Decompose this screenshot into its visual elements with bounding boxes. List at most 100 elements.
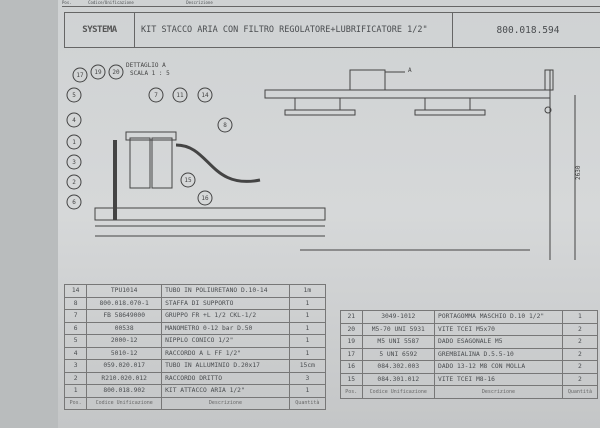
cell: 059.020.017 xyxy=(86,359,163,373)
balloon-circle xyxy=(217,117,233,133)
cell: GRUPPO FR +L 1/2 CKL-1/2 xyxy=(161,309,290,323)
balloon-number: 6 xyxy=(72,199,76,206)
cell: 7 xyxy=(63,309,88,323)
cell: 800.018.070-1 xyxy=(86,296,163,310)
balloon-number: 1 xyxy=(72,139,76,146)
cell: 084.301.012 xyxy=(361,372,436,386)
cell: RACCORDO DRITTO xyxy=(161,371,290,385)
balloon-number: 19 xyxy=(94,69,102,76)
beam xyxy=(264,89,551,99)
balloon-number: 2 xyxy=(72,179,76,186)
cell: 1 xyxy=(288,346,327,360)
cell: NIPPLO CONICO 1/2" xyxy=(161,334,290,348)
cell: M5 UNI 5587 xyxy=(361,335,436,349)
cell: 1 xyxy=(288,309,327,323)
cell: FB 58649000 xyxy=(86,309,163,323)
drawing-title: KIT STACCO ARIA CON FILTRO REGOLATORE+LU… xyxy=(135,13,453,47)
cell: 3 xyxy=(288,371,327,385)
balloon-number: 4 xyxy=(72,117,76,124)
cell: 1 xyxy=(63,384,88,398)
balloon-circle xyxy=(180,172,196,188)
cell: 00538 xyxy=(86,321,163,335)
balloon-number: 3 xyxy=(72,159,76,166)
balloon-circle xyxy=(66,112,82,128)
cell: 1 xyxy=(288,384,327,398)
cell: PORTAGOMMA MASCHIO D.10 1/2" xyxy=(434,310,563,324)
dimension-label: 2630 xyxy=(575,165,582,180)
column-header: Pos. xyxy=(63,396,88,410)
cell: STAFFA DI SUPPORTO xyxy=(161,296,290,310)
cell: DADO 13-12 M8 CON MOLLA xyxy=(434,360,563,374)
balloon-number: 8 xyxy=(223,122,227,129)
balloon-circle xyxy=(172,87,188,103)
title-block: SYSTEMA KIT STACCO ARIA CON FILTRO REGOL… xyxy=(64,12,600,48)
column-header: Codice Unificazione xyxy=(361,385,436,399)
balloon-number: 14 xyxy=(201,92,209,99)
cell: 15cm xyxy=(288,359,327,373)
balloon-circle xyxy=(90,64,106,80)
balloon-circle xyxy=(148,87,164,103)
cell: 2000-12 xyxy=(86,334,163,348)
cell: 20 xyxy=(340,322,363,336)
column-header: Quantità xyxy=(561,385,599,399)
column-header: Descrizione xyxy=(161,396,290,410)
cell: 1m xyxy=(288,284,327,298)
frl-head xyxy=(125,131,177,141)
cell: 3 xyxy=(63,359,88,373)
drawing-number: 800.018.594 xyxy=(496,24,560,36)
cell: VITE TCEI M5x70 xyxy=(434,322,563,336)
cell: 5 xyxy=(63,334,88,348)
pos-label: Pos. xyxy=(62,0,72,5)
company-logo: SYSTEMA xyxy=(65,13,135,47)
cell: 2 xyxy=(561,372,599,386)
view-label: A xyxy=(408,67,412,74)
cell: 21 xyxy=(340,310,363,324)
cell: 2 xyxy=(561,322,599,336)
column-header: Pos. xyxy=(340,385,363,399)
cell: 1 xyxy=(288,296,327,310)
balloon-circle xyxy=(66,194,82,210)
cell: 17 xyxy=(340,347,363,361)
cell: 3049-1012 xyxy=(361,310,436,324)
column-header: Descrizione xyxy=(434,385,563,399)
cell: 14 xyxy=(63,284,88,298)
cell: 1 xyxy=(288,334,327,348)
cell: 2 xyxy=(561,335,599,349)
cell: 084.302.003 xyxy=(361,360,436,374)
top-strip: Pos. Codice/Unificazione Descrizione xyxy=(62,0,600,7)
balloon-number: 17 xyxy=(76,72,84,79)
desc-label: Descrizione xyxy=(186,0,213,5)
cell: 2 xyxy=(561,347,599,361)
cell: MANOMETRO 0-12 bar D.50 xyxy=(161,321,290,335)
cell: M5-70 UNI 5931 xyxy=(361,322,436,336)
balloon-circle xyxy=(197,190,213,206)
balloon-circle xyxy=(197,87,213,103)
cell: RACCORDO A L FF 1/2" xyxy=(161,346,290,360)
cell: TUBO IN POLIURETANO D.10-14 xyxy=(161,284,290,298)
cell: 1 xyxy=(561,310,599,324)
balloon-circle xyxy=(72,67,88,83)
cell: TPU1014 xyxy=(86,284,163,298)
balloon-number: 16 xyxy=(201,195,209,202)
cell: DADO ESAGONALE M5 xyxy=(434,335,563,349)
balloon-circle xyxy=(66,134,82,150)
cell: R210.020.012 xyxy=(86,371,163,385)
cell: 16 xyxy=(340,360,363,374)
balloon-number: 7 xyxy=(154,92,158,99)
balloon-number: 20 xyxy=(112,69,120,76)
